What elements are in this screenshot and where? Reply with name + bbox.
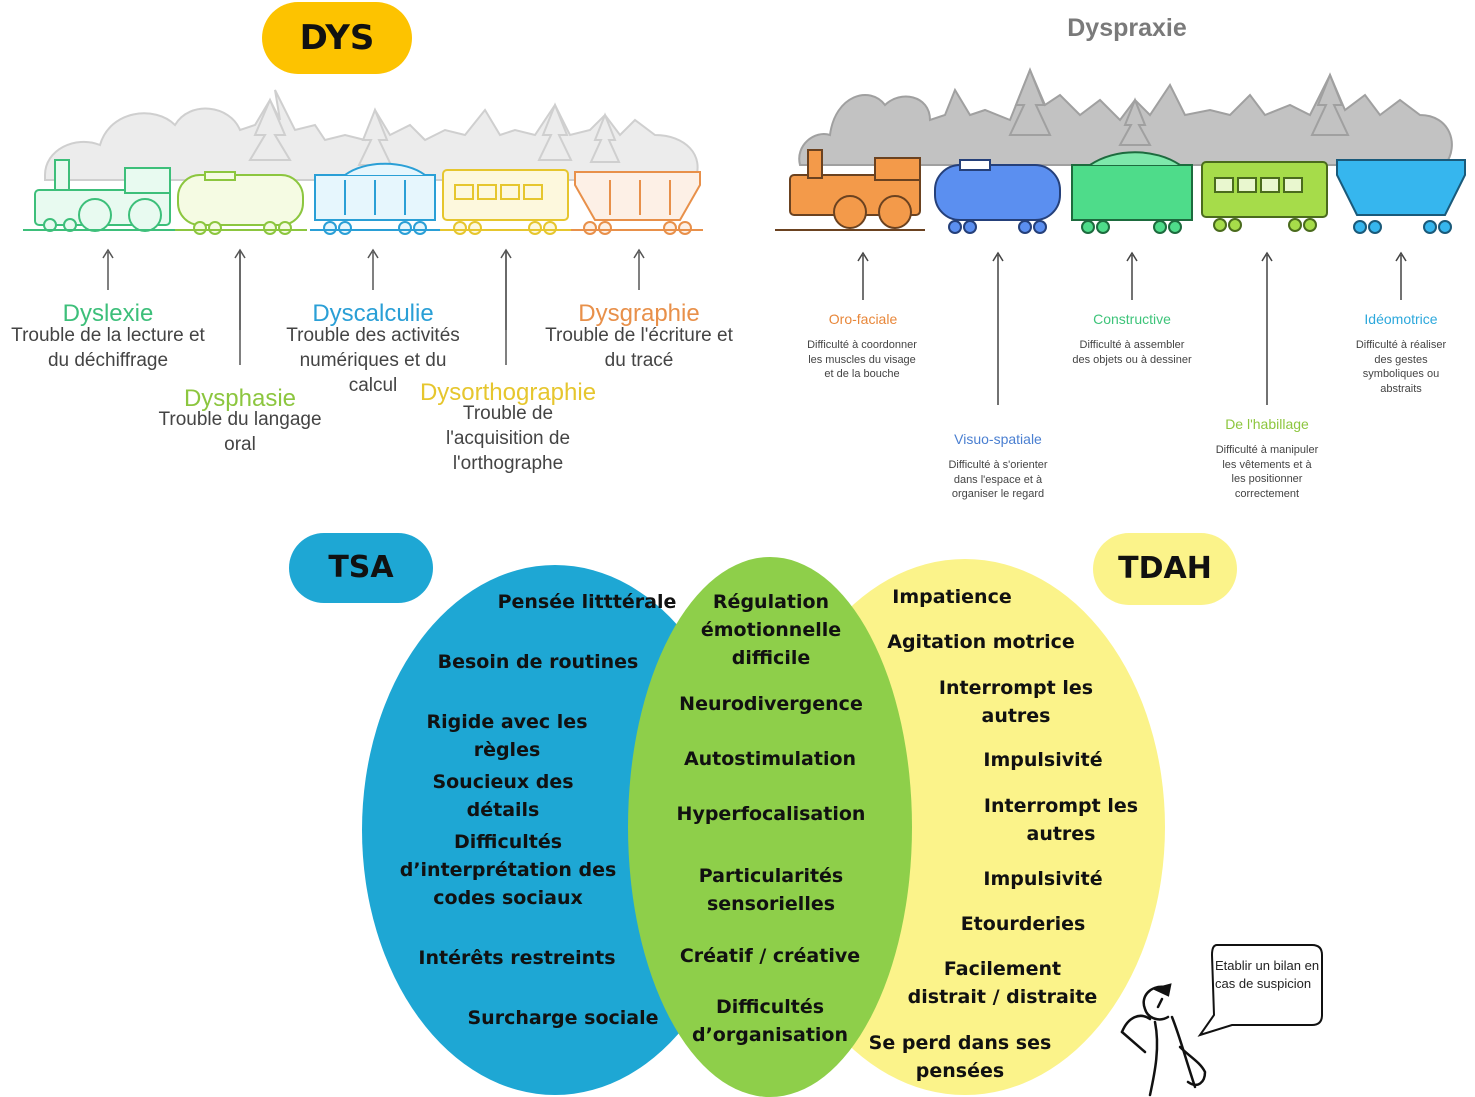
tdah-badge: TDAH [1093, 533, 1237, 605]
tsa-item: Intérêts restreints [418, 947, 616, 969]
tdah-item: Interrompt les autres [938, 677, 1094, 727]
common-item: Hyperfocalisation [676, 803, 866, 825]
tsa-item: Rigide avec les règles [426, 711, 588, 761]
tsa-item: Pensée litttérale [497, 591, 677, 613]
tdah-item: Impulsivité [983, 749, 1103, 771]
ideomotrice-title: Idéomotrice [1364, 311, 1438, 327]
tdah-item: Agitation motrice [887, 631, 1075, 653]
oro-faciale-title: Oro-faciale [828, 311, 898, 327]
dyscalculie-title: Dyscalculie [312, 300, 434, 327]
venn-diagram [362, 557, 1165, 1097]
dyspraxie-train-illustration [775, 67, 1466, 234]
common-item: Autostimulation [683, 748, 857, 770]
dyspraxie-arrows [857, 251, 1407, 405]
dyspraxie-title: Dyspraxie [1067, 14, 1187, 42]
oro-faciale-desc: Difficulté à coordonner les muscles du v… [807, 339, 917, 380]
common-item: Particularités sensorielles [698, 865, 844, 915]
dyslexie-desc: Trouble de la lecture et du déchiffrage [11, 325, 205, 371]
common-item: Régulation émotionnelle difficile [700, 591, 842, 669]
habillage-desc: Difficulté à manipuler les vêtements et … [1215, 444, 1319, 500]
dys-train-illustration [23, 89, 703, 330]
thinking-person-icon [1120, 983, 1207, 1097]
tsa-item: Besoin de routines [437, 651, 639, 673]
common-item: Créatif / créative [679, 945, 861, 967]
tdah-item: Facilement distrait / distraite [907, 958, 1098, 1008]
dys-badge: DYS [262, 2, 412, 74]
dys-long-arrows [239, 250, 507, 365]
tdah-item: Interrompt les autres [983, 795, 1139, 845]
constructive-title: Constructive [1093, 311, 1171, 327]
tdah-item: Se perd dans ses pensées [868, 1032, 1052, 1082]
dysgraphie-title: Dysgraphie [578, 300, 700, 327]
speech-bubble [1197, 944, 1323, 1037]
dysorthographie-title: Dysorthographie [419, 379, 597, 406]
tsa-badge: TSA [289, 533, 433, 603]
tdah-item: Impulsivité [983, 868, 1103, 890]
tdah-item: Etourderies [960, 913, 1086, 935]
tsa-item: Surcharge sociale [467, 1007, 659, 1029]
dysgraphie-desc: Trouble de l'écriture et du tracé [545, 325, 733, 371]
visuo-spatiale-desc: Difficulté à s'orienter dans l'espace et… [948, 459, 1048, 500]
ideomotrice-desc: Difficulté à réaliser des gestes symboli… [1355, 339, 1447, 395]
common-item: Neurodivergence [679, 693, 863, 715]
habillage-title: De l'habillage [1225, 416, 1309, 432]
tdah-item: Impatience [892, 586, 1012, 608]
tsa-item: Soucieux des détails [432, 771, 574, 821]
common-item: Difficultés d’organisation [691, 996, 848, 1046]
dyscalculie-desc: Trouble des activités numériques et du c… [286, 325, 460, 396]
tsa-item: Difficultés d’interprétation des codes s… [399, 831, 617, 909]
constructive-desc: Difficulté à assembler des objets ou à d… [1072, 339, 1192, 366]
dysorthographie-desc: Trouble de l'acquisition de l'orthograph… [445, 403, 571, 474]
common-circle [628, 557, 912, 1097]
visuo-spatiale-title: Visuo-spatiale [954, 431, 1042, 447]
dysphasie-desc: Trouble du langage oral [158, 409, 322, 455]
speech-bubble-text: Etablir un bilan en cas de suspicion [1215, 958, 1320, 991]
dyslexie-title: Dyslexie [62, 300, 154, 327]
dysphasie-title: Dysphasie [183, 385, 297, 412]
